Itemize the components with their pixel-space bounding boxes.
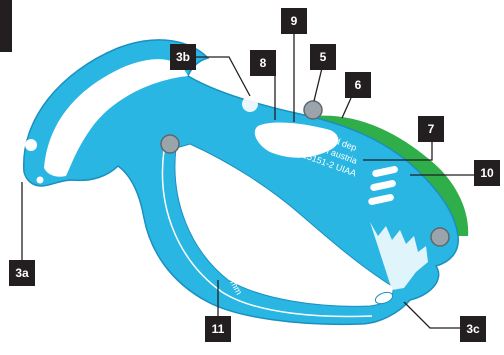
- slot-small-3: [368, 194, 394, 205]
- callout-3b: 3b: [170, 44, 196, 70]
- callout-11: 11: [205, 316, 231, 342]
- rope-guide-line: [161, 149, 373, 318]
- upper-slot: [254, 122, 339, 158]
- rivet-top: [303, 100, 323, 120]
- slot-small-2: [370, 180, 396, 191]
- callout-10: 10: [474, 160, 500, 186]
- teeth-area: [370, 222, 428, 290]
- hook-pin: [36, 176, 44, 184]
- symbol-3b: [242, 96, 258, 112]
- callout-3c: 3c: [460, 316, 486, 342]
- hook-hole: [25, 139, 37, 151]
- leader-lines: [21, 28, 474, 329]
- rivet-right: [430, 227, 450, 247]
- hook-gap: [44, 59, 188, 177]
- callout-5: 5: [310, 44, 336, 70]
- callout-7: 7: [418, 116, 444, 142]
- corner-tab: [0, 0, 12, 52]
- callout-6: 6: [345, 72, 371, 98]
- callout-3a: 3a: [9, 260, 35, 286]
- rivet-left: [160, 134, 180, 154]
- callout-8: 8: [250, 50, 276, 76]
- hole-3c: [374, 291, 394, 305]
- slot-small-1: [372, 166, 398, 177]
- callout-9: 9: [281, 8, 307, 34]
